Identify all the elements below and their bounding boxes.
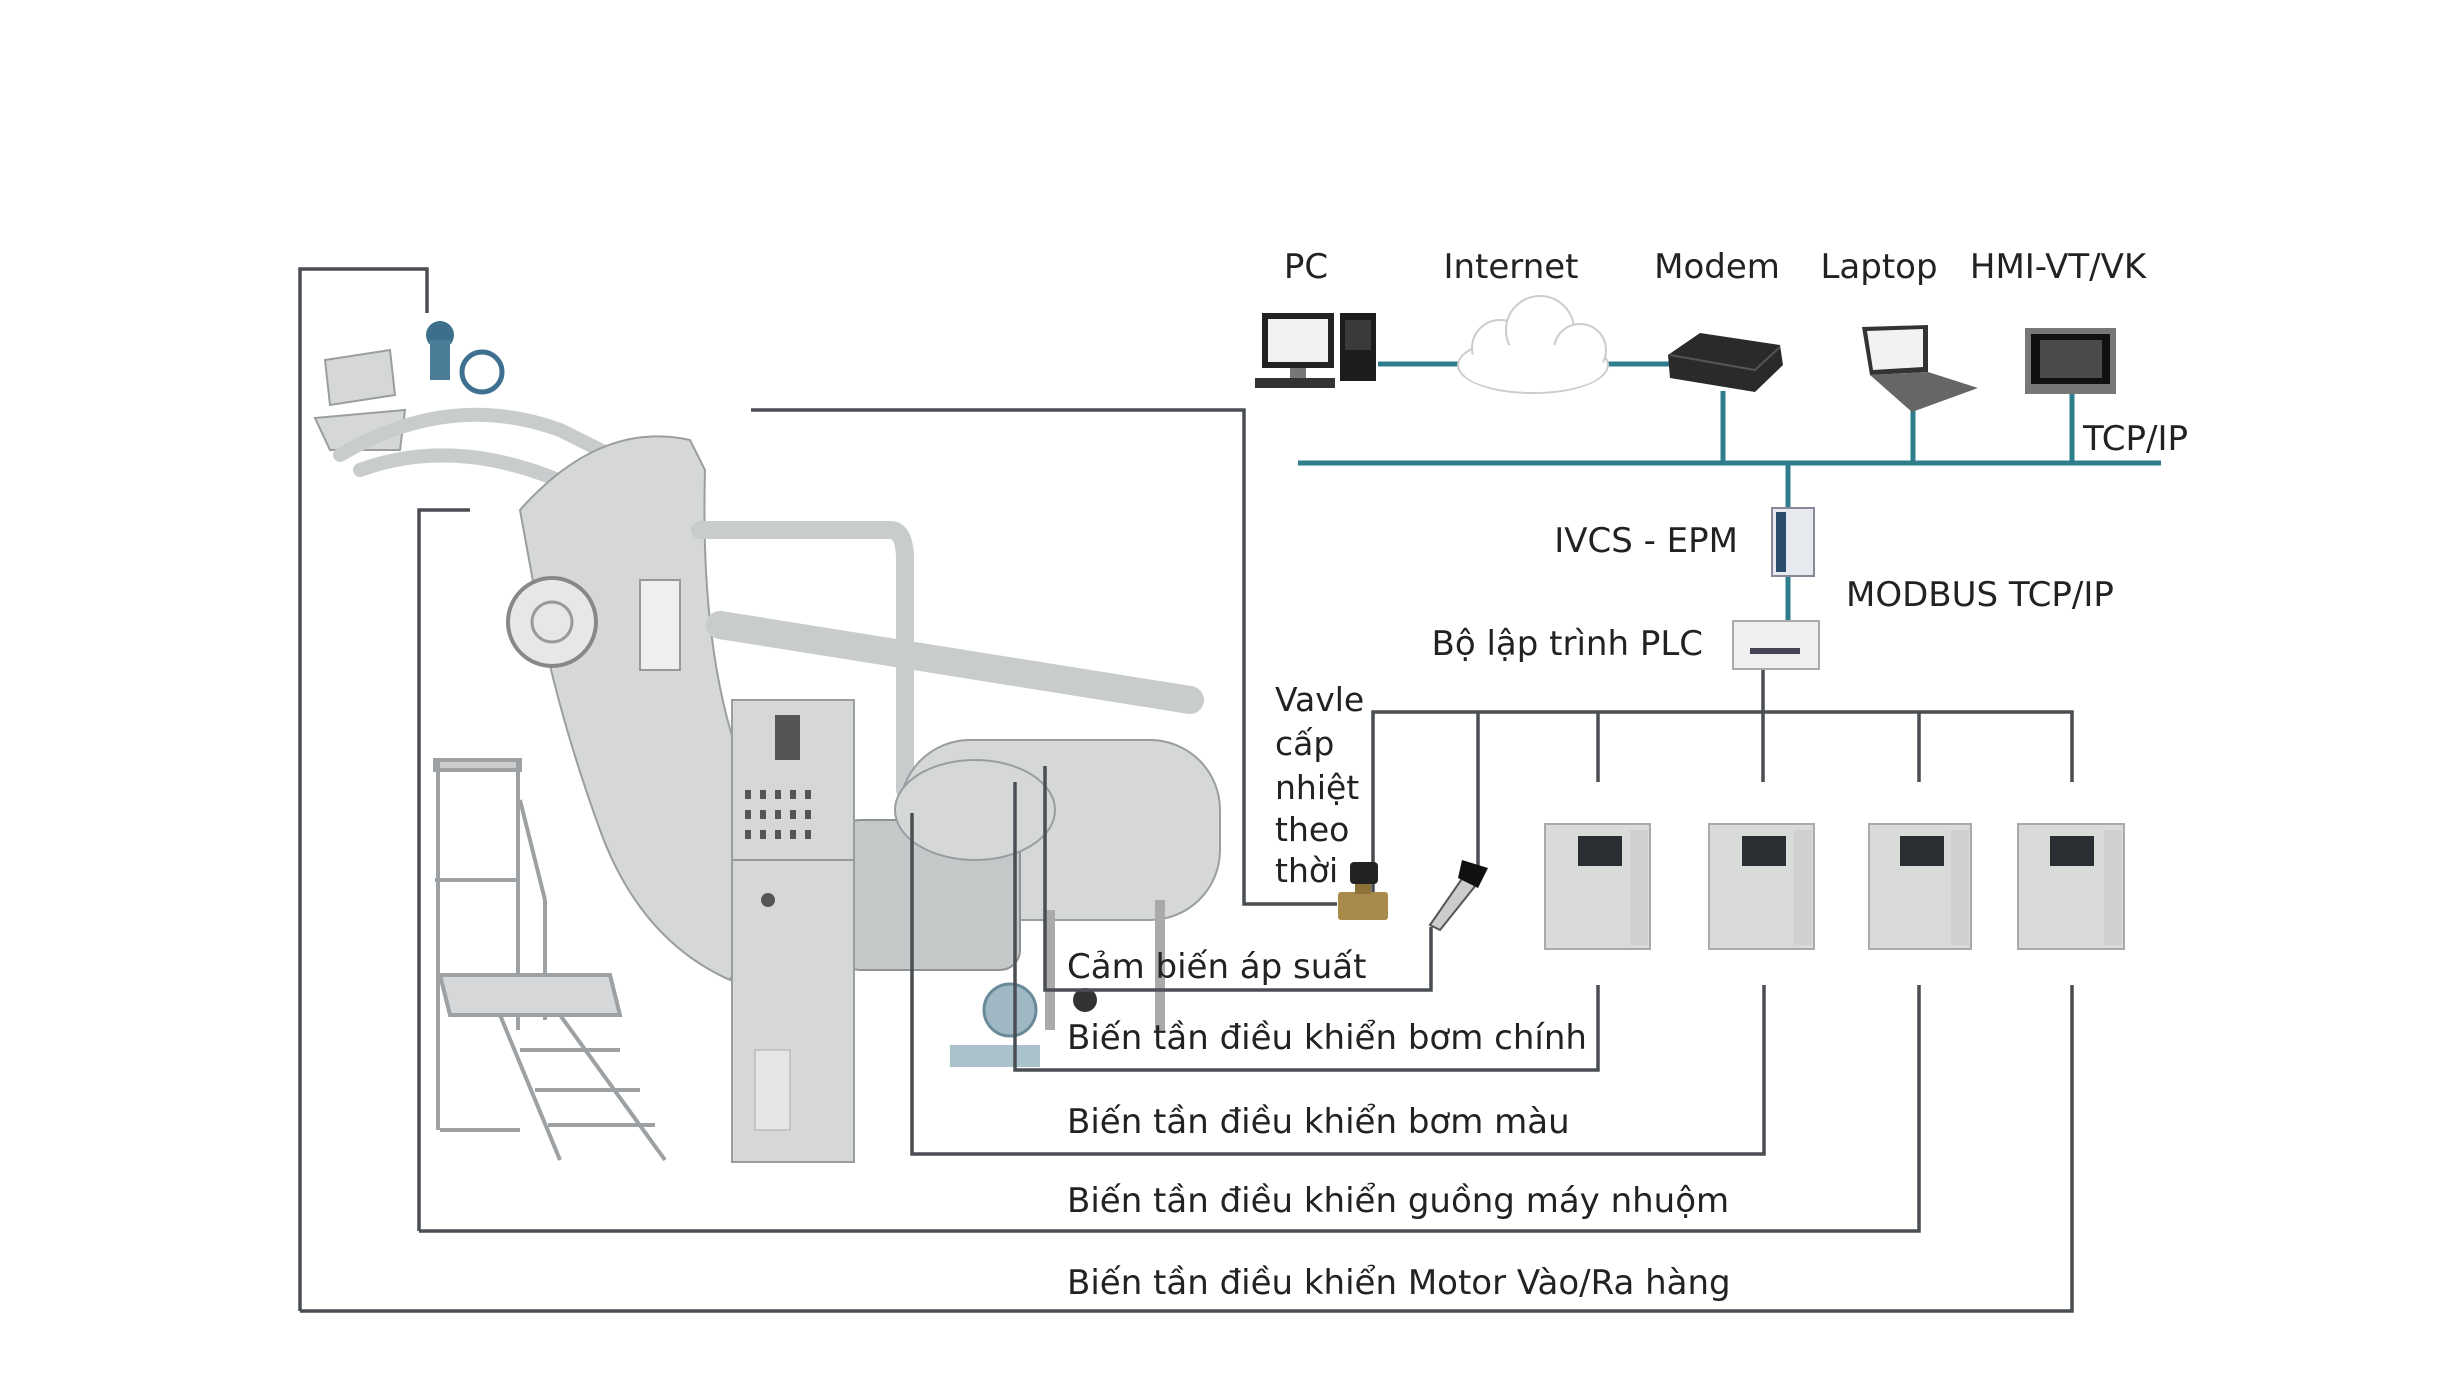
pc-icon [1255, 313, 1376, 388]
inverter-label-motor-vao-ra: Biến tần điều khiển Motor Vào/Ra hàng [1067, 1263, 1731, 1303]
inverter-bom-mau [1708, 823, 1815, 950]
hmi-icon [2025, 328, 2116, 394]
dyeing-machine-image [313, 321, 1221, 1163]
modem-icon [1668, 333, 1783, 392]
valve-label: Vavle cấp nhiệt theo thời [1275, 680, 1364, 890]
inverter-bom-chinh [1544, 823, 1651, 950]
field-wiring [298, 267, 2074, 1313]
main-tank [839, 739, 1221, 1030]
device-label-modem: Modem [1654, 247, 1780, 287]
cloud-icon [1457, 295, 1609, 394]
tcpip-label: TCP/IP [2082, 419, 2188, 459]
valve-label-line: nhiệt [1275, 768, 1359, 807]
network-lines [1298, 361, 2161, 621]
drum-wheel [506, 576, 598, 668]
inverter-label-bom-mau: Biến tần điều khiển bơm màu [1067, 1102, 1570, 1142]
laptop-icon [1862, 325, 1978, 412]
stair-platform [433, 758, 667, 1162]
inverter-motor-vao-ra [2017, 823, 2125, 950]
valve-label-line: cấp [1275, 724, 1334, 763]
ivcs-epm-label: IVCS - EPM [1554, 521, 1738, 561]
inverter-guong [1868, 823, 1972, 950]
control-cabinet [731, 699, 855, 1163]
inverter-label-bom-chinh: Biến tần điều khiển bơm chính [1067, 1018, 1587, 1058]
device-label-internet: Internet [1443, 247, 1578, 287]
pressure-sensor-label: Cảm biến áp suất [1067, 947, 1366, 987]
modbus-label: MODBUS TCP/IP [1846, 575, 2114, 615]
plc-icon [1732, 620, 1820, 670]
device-label-pc: PC [1284, 247, 1328, 287]
device-label-laptop: Laptop [1820, 247, 1937, 287]
plc-label: Bộ lập trình PLC [1432, 624, 1703, 664]
inverter-label-guong: Biến tần điều khiển guồng máy nhuộm [1067, 1181, 1729, 1221]
pump [950, 982, 1097, 1067]
ivcs-epm-gateway-icon [1771, 507, 1815, 577]
valve-icon [1338, 862, 1388, 920]
valve-label-line: theo [1275, 810, 1349, 849]
device-label-hmi: HMI-VT/VK [1970, 247, 2148, 287]
pressure-sensor-icon [1428, 860, 1488, 932]
chute-body [518, 435, 759, 982]
valve-label-line: Vavle [1275, 680, 1364, 719]
valve-label-line: thời [1275, 851, 1338, 890]
reel-head [313, 321, 647, 507]
